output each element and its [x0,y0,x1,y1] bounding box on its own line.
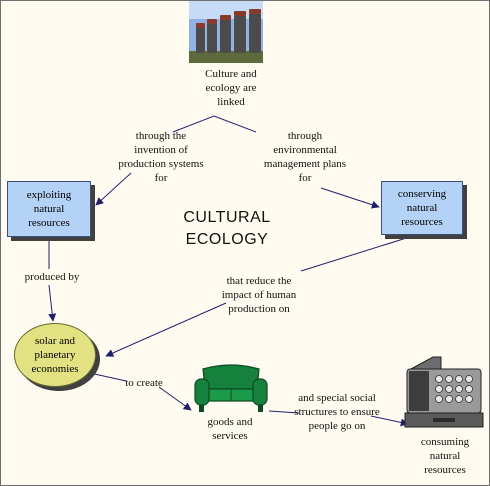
link-to-conserving [320,187,380,209]
link-label-production: through the invention of production syst… [118,130,204,184]
moai-photo [189,1,263,63]
node-conserving: conserving natural resources [381,181,463,235]
node-root-label: Culture and ecology are linked [205,68,257,108]
link-social-consuming [370,415,409,427]
link-produced-solar [48,284,57,322]
link-goods-social [268,410,300,414]
link-label-social: and special social structures to ensure … [294,392,380,432]
link-reduce-solar [105,302,227,357]
node-consuming-label: consuming natural resources [420,436,470,476]
link-to-exploiting [95,172,132,206]
node-exploiting: exploiting natural resources [7,181,91,237]
link-conserving-reduce [300,234,417,272]
link-label-environmental: through environmental management plans f… [263,130,347,184]
cash-register-icon [404,356,484,428]
link-label-to-create: to create [125,377,163,389]
diagram-title: CULTURAL ECOLOGY [183,209,271,248]
node-solar: solar and planetary economies [14,323,96,387]
sofa-icon [194,364,268,412]
link-label-produced-by: produced by [24,271,80,283]
link-root-split [172,115,257,133]
link-label-reduce: that reduce the impact of human producti… [221,275,297,315]
node-goods-label: goods and services [207,416,253,442]
link-create-goods [158,386,192,411]
